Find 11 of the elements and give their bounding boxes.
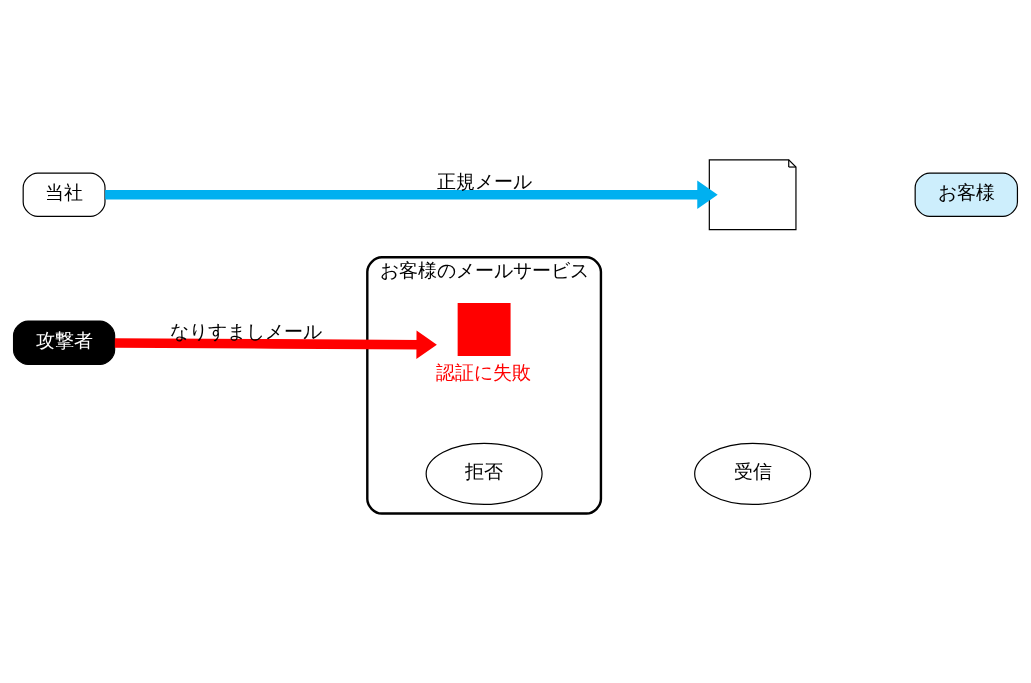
node-box: 当社: [22, 172, 106, 217]
node-cross: [457, 303, 511, 356]
edge-label: 正規メール: [436, 170, 532, 194]
arrow: [105, 180, 718, 209]
edge-label: なりすましメール: [169, 319, 322, 343]
node-box: お客様: [914, 172, 1019, 217]
node-box: 攻撃者: [12, 320, 116, 365]
node-label: 認証に失敗: [435, 360, 531, 384]
node-ellipse: 拒否: [425, 442, 543, 506]
arrow: [114, 330, 437, 359]
node-ellipse: 受信: [694, 442, 812, 506]
